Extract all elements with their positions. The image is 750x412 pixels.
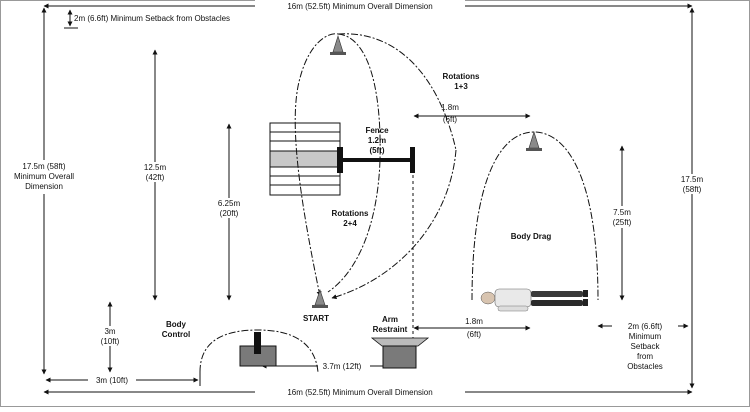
arm-restraint-line-1: Arm (382, 315, 398, 324)
body-control-device (239, 332, 277, 367)
cone-start (312, 289, 328, 308)
fence-label-line-2: 1.2m (368, 136, 386, 145)
dim-6-25-line-2: (20ft) (220, 209, 239, 218)
cone-top (330, 34, 346, 55)
dim-7-5-line-2: (25ft) (613, 218, 632, 227)
dim-3-7-label: 3.7m (12ft) (323, 362, 362, 371)
arm-restraint-device (370, 337, 430, 369)
rotations-24-line-1: Rotations (332, 209, 369, 218)
dim-3m-bottom-label: 3m (10ft) (96, 376, 128, 385)
setback-right-line-4: from (637, 352, 653, 361)
setback-right-line-1: 2m (6.6ft) (628, 322, 663, 331)
left-overall-line-2: Minimum Overall (14, 172, 74, 181)
left-overall-dimension: 17.5m (58ft) Minimum Overall Dimension (14, 7, 74, 375)
dim-12-5-line-2: (42ft) (146, 173, 165, 182)
dim-1-8-top-line-2: (6ft) (443, 115, 458, 124)
body-drag-label: Body Drag (511, 232, 552, 241)
right-overall-dimension: 17.5m (58ft) (674, 7, 710, 389)
rotations-13-line-1: Rotations (443, 72, 480, 81)
top-overall-dimension: 16m (52.5ft) Minimum Overall Dimension (43, 0, 693, 11)
body-control-line-2: Control (162, 330, 190, 339)
body-control-line-1: Body (166, 320, 187, 329)
setback-right-line-5: Obstacles (627, 362, 663, 371)
dim-3m-line-1: 3m (104, 327, 115, 336)
dimension-1-8m-bottom: 1.8m (6ft) (413, 317, 531, 339)
dimension-7-5m: 7.5m (25ft) (606, 145, 638, 301)
right-overall-line-1: 17.5m (681, 175, 704, 184)
left-overall-line-3: Dimension (25, 182, 63, 191)
dim-7-5-line-1: 7.5m (613, 208, 631, 217)
start-label: START (303, 314, 329, 323)
top-dimension-label: 16m (52.5ft) Minimum Overall Dimension (287, 2, 432, 11)
dimension-3m-vertical: 3m (10ft) (96, 301, 124, 373)
left-overall-line-1: 17.5m (58ft) (22, 162, 65, 171)
rotation-paths (294, 33, 457, 300)
rotations-13-line-2: 1+3 (454, 82, 468, 91)
arm-restraint-line-2: Restraint (373, 325, 408, 334)
cone-body-drag (526, 130, 542, 151)
rotations-24-line-2: 2+4 (343, 219, 357, 228)
dim-1-8-bottom-line-2: (6ft) (467, 330, 482, 339)
dimension-6-25m: 6.25m (20ft) (211, 123, 247, 301)
dim-12-5-line-1: 12.5m (144, 163, 167, 172)
dimension-12-5m: 12.5m (42ft) (137, 49, 173, 301)
dimension-3m-horizontal: 3m (10ft) (45, 372, 201, 386)
right-setback-dimension: 2m (6.6ft) Minimum Setback from Obstacle… (597, 320, 689, 371)
fence-obstacle (337, 147, 415, 173)
fence-label-line-3: (5ft) (369, 146, 384, 155)
dummy-figure (480, 288, 588, 312)
dim-3m-line-2: (10ft) (101, 337, 120, 346)
right-overall-line-2: (58ft) (683, 185, 702, 194)
bottom-dimension-label: 16m (52.5ft) Minimum Overall Dimension (287, 388, 432, 397)
fence-label-line-1: Fence (365, 126, 389, 135)
dimension-1-8m-top: 1.8m (6ft) (413, 102, 531, 124)
dim-1-8-top-line-1: 1.8m (441, 103, 459, 112)
setback-top-label: 2m (6.6ft) Minimum Setback from Obstacle… (74, 14, 230, 23)
dim-1-8-bottom-line-1: 1.8m (465, 317, 483, 326)
setback-right-line-2: Minimum (629, 332, 662, 341)
body-drag-path (471, 131, 599, 301)
setback-right-line-3: Setback (631, 342, 661, 351)
stairs-obstacle (269, 122, 341, 196)
body-control-path (199, 329, 319, 373)
bottom-overall-dimension: 16m (52.5ft) Minimum Overall Dimension (43, 386, 693, 397)
top-setback-dimension: 2m (6.6ft) Minimum Setback from Obstacle… (64, 9, 230, 29)
dim-6-25-line-1: 6.25m (218, 199, 241, 208)
